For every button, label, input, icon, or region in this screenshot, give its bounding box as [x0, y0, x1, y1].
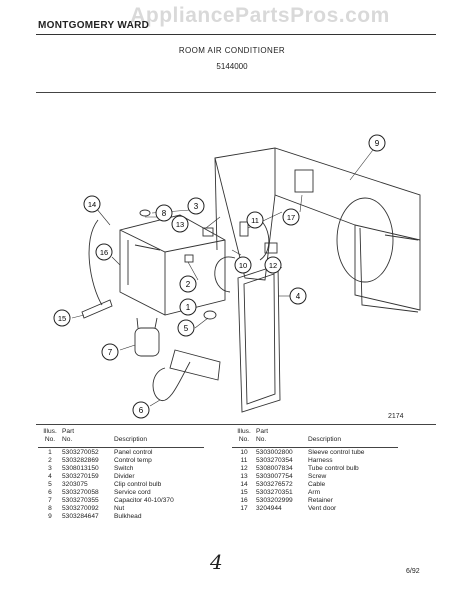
callout-13: 13 — [171, 215, 189, 233]
figure-number: 2174 — [388, 413, 404, 420]
col-illus-right: Illus.No. — [237, 428, 251, 443]
svg-text:13: 13 — [176, 220, 184, 229]
callout-10: 10 — [234, 256, 252, 274]
svg-text:5: 5 — [184, 324, 189, 333]
table-top-rule — [36, 424, 436, 425]
callout-3: 3 — [187, 197, 205, 215]
svg-text:15: 15 — [58, 314, 66, 323]
revision-date: 6/92 — [406, 568, 420, 575]
svg-text:1: 1 — [186, 303, 191, 312]
callout-2: 2 — [179, 275, 197, 293]
col-description-left: Description — [114, 436, 147, 443]
brand-header: MONTGOMERY WARD — [38, 20, 150, 31]
handwritten-page-mark: 4 — [210, 550, 223, 574]
col-description-right: Description — [308, 436, 341, 443]
page-title: ROOM AIR CONDITIONER — [178, 46, 286, 55]
callout-4: 4 — [289, 287, 307, 305]
model-number: 5144000 — [216, 62, 248, 71]
callout-8: 8 — [155, 204, 173, 222]
callout-11: 11 — [246, 211, 264, 229]
watermark: AppliancePartsPros.com — [130, 4, 390, 27]
title-rule — [36, 92, 436, 93]
callout-12b: 12 — [264, 256, 282, 274]
callout-15: 15 — [53, 309, 71, 327]
callout-6: 6 — [132, 401, 150, 419]
svg-text:4: 4 — [296, 292, 301, 301]
svg-text:7: 7 — [108, 348, 113, 357]
svg-text:14: 14 — [88, 200, 96, 209]
callout-5: 5 — [177, 319, 195, 337]
svg-text:9: 9 — [375, 139, 380, 148]
svg-text:8: 8 — [162, 209, 167, 218]
callout-1: 1 — [179, 298, 197, 316]
callout-7: 7 — [101, 343, 119, 361]
svg-text:3: 3 — [194, 202, 199, 211]
svg-text:12: 12 — [269, 261, 277, 270]
svg-text:6: 6 — [139, 406, 144, 415]
callout-labels: 1 2 3 4 5 6 7 8 9 10 11 13 14 15 16 17 1… — [53, 134, 386, 419]
callout-17: 17 — [282, 208, 300, 226]
header-rule — [36, 34, 436, 35]
svg-text:10: 10 — [239, 261, 247, 270]
exploded-parts-diagram: 1 2 3 4 5 6 7 8 9 10 11 13 14 15 16 17 1… — [53, 134, 421, 419]
callout-9: 9 — [368, 134, 386, 152]
svg-text:2: 2 — [186, 280, 191, 289]
svg-text:17: 17 — [287, 213, 295, 222]
svg-text:16: 16 — [100, 248, 108, 257]
callout-16: 16 — [95, 243, 113, 261]
svg-text:11: 11 — [251, 216, 259, 225]
callout-14: 14 — [83, 195, 101, 213]
col-illus-left: Illus.No. — [43, 428, 57, 443]
